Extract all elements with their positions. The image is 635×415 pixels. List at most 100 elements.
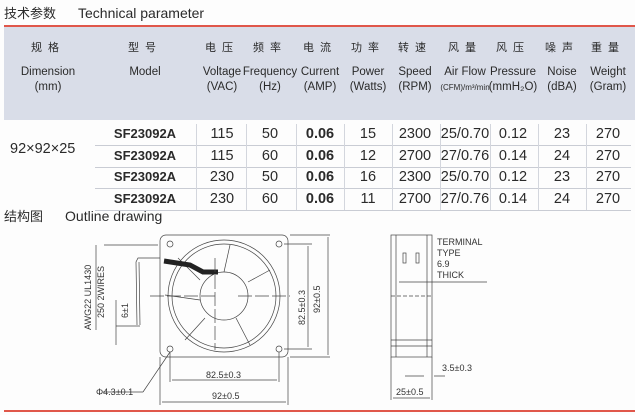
header-cn: 规格	[30, 41, 65, 54]
column-header: 风量 Air Flow (CFM)/m³/min	[440, 40, 489, 95]
table-cell: 0.12	[498, 126, 528, 142]
header-unit: (mmH₂O)	[488, 81, 538, 93]
header-en: Speed	[398, 66, 432, 78]
divider	[4, 25, 635, 27]
fan-thickness: 25±0.5	[396, 387, 423, 397]
table-cell: 0.06	[305, 147, 335, 164]
size-v: 92±0.5	[312, 286, 322, 313]
hole-spacing-h: 82.5±0.3	[206, 370, 241, 380]
header-en: Frequency	[242, 66, 298, 78]
column-header: 型号 Model	[128, 40, 162, 80]
header-cn: 风量	[447, 41, 482, 54]
column-divider	[296, 124, 297, 210]
terminal-note: TYPE	[437, 248, 461, 258]
column-divider	[490, 124, 491, 210]
header-cn: 重量	[590, 41, 625, 54]
table-cell: 270	[595, 147, 621, 164]
table-cell: 60	[261, 147, 279, 164]
table-cell: 23	[553, 126, 571, 142]
header-en: Noise	[547, 66, 577, 78]
column-header: 功率 Power (Watts)	[350, 40, 387, 95]
table-cell: 24	[553, 147, 571, 164]
header-unit: (VAC)	[206, 81, 238, 93]
header-en: Weight	[590, 66, 626, 78]
header-unit: (dBA)	[547, 81, 577, 93]
column-divider	[392, 124, 393, 210]
column-header: 重量 Weight (Gram)	[590, 40, 626, 95]
drawing-labels: AWG22 UL1430 250 2WIRES 6±1 82.5±0.3 92±…	[83, 237, 483, 401]
column-divider	[196, 124, 197, 210]
table-cell: 16	[359, 169, 377, 185]
title-cn: 结构图	[4, 210, 44, 225]
header-cn: 电流	[302, 41, 337, 54]
table-cell: 50	[261, 169, 279, 185]
header-en: Air Flow	[444, 66, 486, 78]
table-cell: SF23092A	[113, 169, 177, 184]
table-cell: 15	[359, 126, 377, 142]
header-unit: (CFM)/m³/min	[440, 83, 490, 92]
header-en: Current	[300, 66, 340, 78]
table-cell: 60	[261, 190, 279, 207]
header-unit: (Hz)	[259, 81, 281, 93]
table-cell: 230	[209, 190, 235, 207]
header-unit: (Gram)	[589, 81, 627, 93]
table-cell: 2300	[398, 126, 432, 142]
table-cell: SF23092A	[113, 147, 177, 163]
table-cell: 270	[595, 190, 621, 207]
table-cell: 25/0.70	[440, 169, 490, 185]
header-en: Power	[351, 66, 385, 78]
table-cell: 23	[553, 169, 571, 185]
table-cell: 25/0.70	[440, 126, 490, 142]
table-cell: 270	[595, 169, 621, 185]
column-divider	[538, 124, 539, 210]
header-unit: (Watts)	[349, 81, 387, 93]
table-cell: 11	[360, 190, 376, 207]
wire-count: 250 2WIRES	[96, 266, 106, 318]
column-divider	[344, 124, 345, 210]
table-cell: 2700	[398, 147, 432, 164]
table-cell: 0.14	[498, 190, 528, 207]
table-cell: 230	[209, 169, 235, 185]
terminal-note: THICK	[437, 270, 464, 280]
flange-thickness: 3.5±0.3	[442, 363, 472, 373]
size-h: 92±0.5	[212, 391, 239, 401]
title-cn: 技术参数	[4, 7, 57, 22]
table-cell: 115	[210, 126, 234, 142]
title-en: Outline drawing	[65, 208, 163, 224]
header-cn: 转速	[398, 41, 432, 54]
table-cell: 0.06	[305, 190, 335, 207]
table-cell: 0.14	[498, 147, 528, 164]
divider	[4, 410, 635, 412]
header-cn: 型号	[128, 41, 162, 54]
terminal-note: 6.9	[437, 259, 450, 269]
table-cell: SF23092A	[113, 126, 177, 141]
header-cn: 电压	[205, 41, 239, 54]
wire-spec: AWG22 UL1430	[83, 265, 93, 330]
table-cell: 0.12	[498, 169, 528, 185]
header-cn: 功率	[351, 41, 385, 54]
header-en: Voltage	[202, 66, 242, 78]
table-cell: 270	[595, 126, 621, 142]
section-title-outline: 结构图 Outline drawing	[4, 206, 162, 225]
table-cell: 115	[210, 147, 234, 164]
header-unit: (AMP)	[303, 81, 337, 93]
table-cell: 27/0.76	[440, 147, 490, 164]
column-divider	[246, 124, 247, 210]
wire-length: 6±1	[120, 303, 130, 318]
table-row: SF23092A 115 60 0.06 12 2700 27/0.76 0.14 24 270	[95, 146, 631, 168]
table-cell: 0.06	[305, 126, 335, 142]
table-cell: 12	[359, 147, 377, 164]
header-en: Model	[129, 66, 161, 78]
table-cell: 0.06	[305, 169, 335, 185]
fan-front-view	[95, 234, 330, 405]
